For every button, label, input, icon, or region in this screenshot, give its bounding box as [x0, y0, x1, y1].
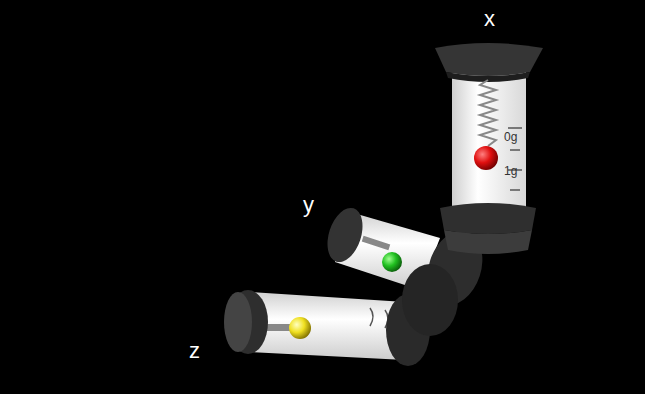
axis-label: y	[303, 194, 314, 216]
axis-label: z	[189, 340, 200, 362]
scale-label: 1g	[504, 165, 517, 177]
scale-label: 0g	[504, 131, 517, 143]
axis-label: x	[484, 8, 495, 30]
z-tube	[224, 290, 430, 366]
x-tube	[435, 43, 543, 254]
